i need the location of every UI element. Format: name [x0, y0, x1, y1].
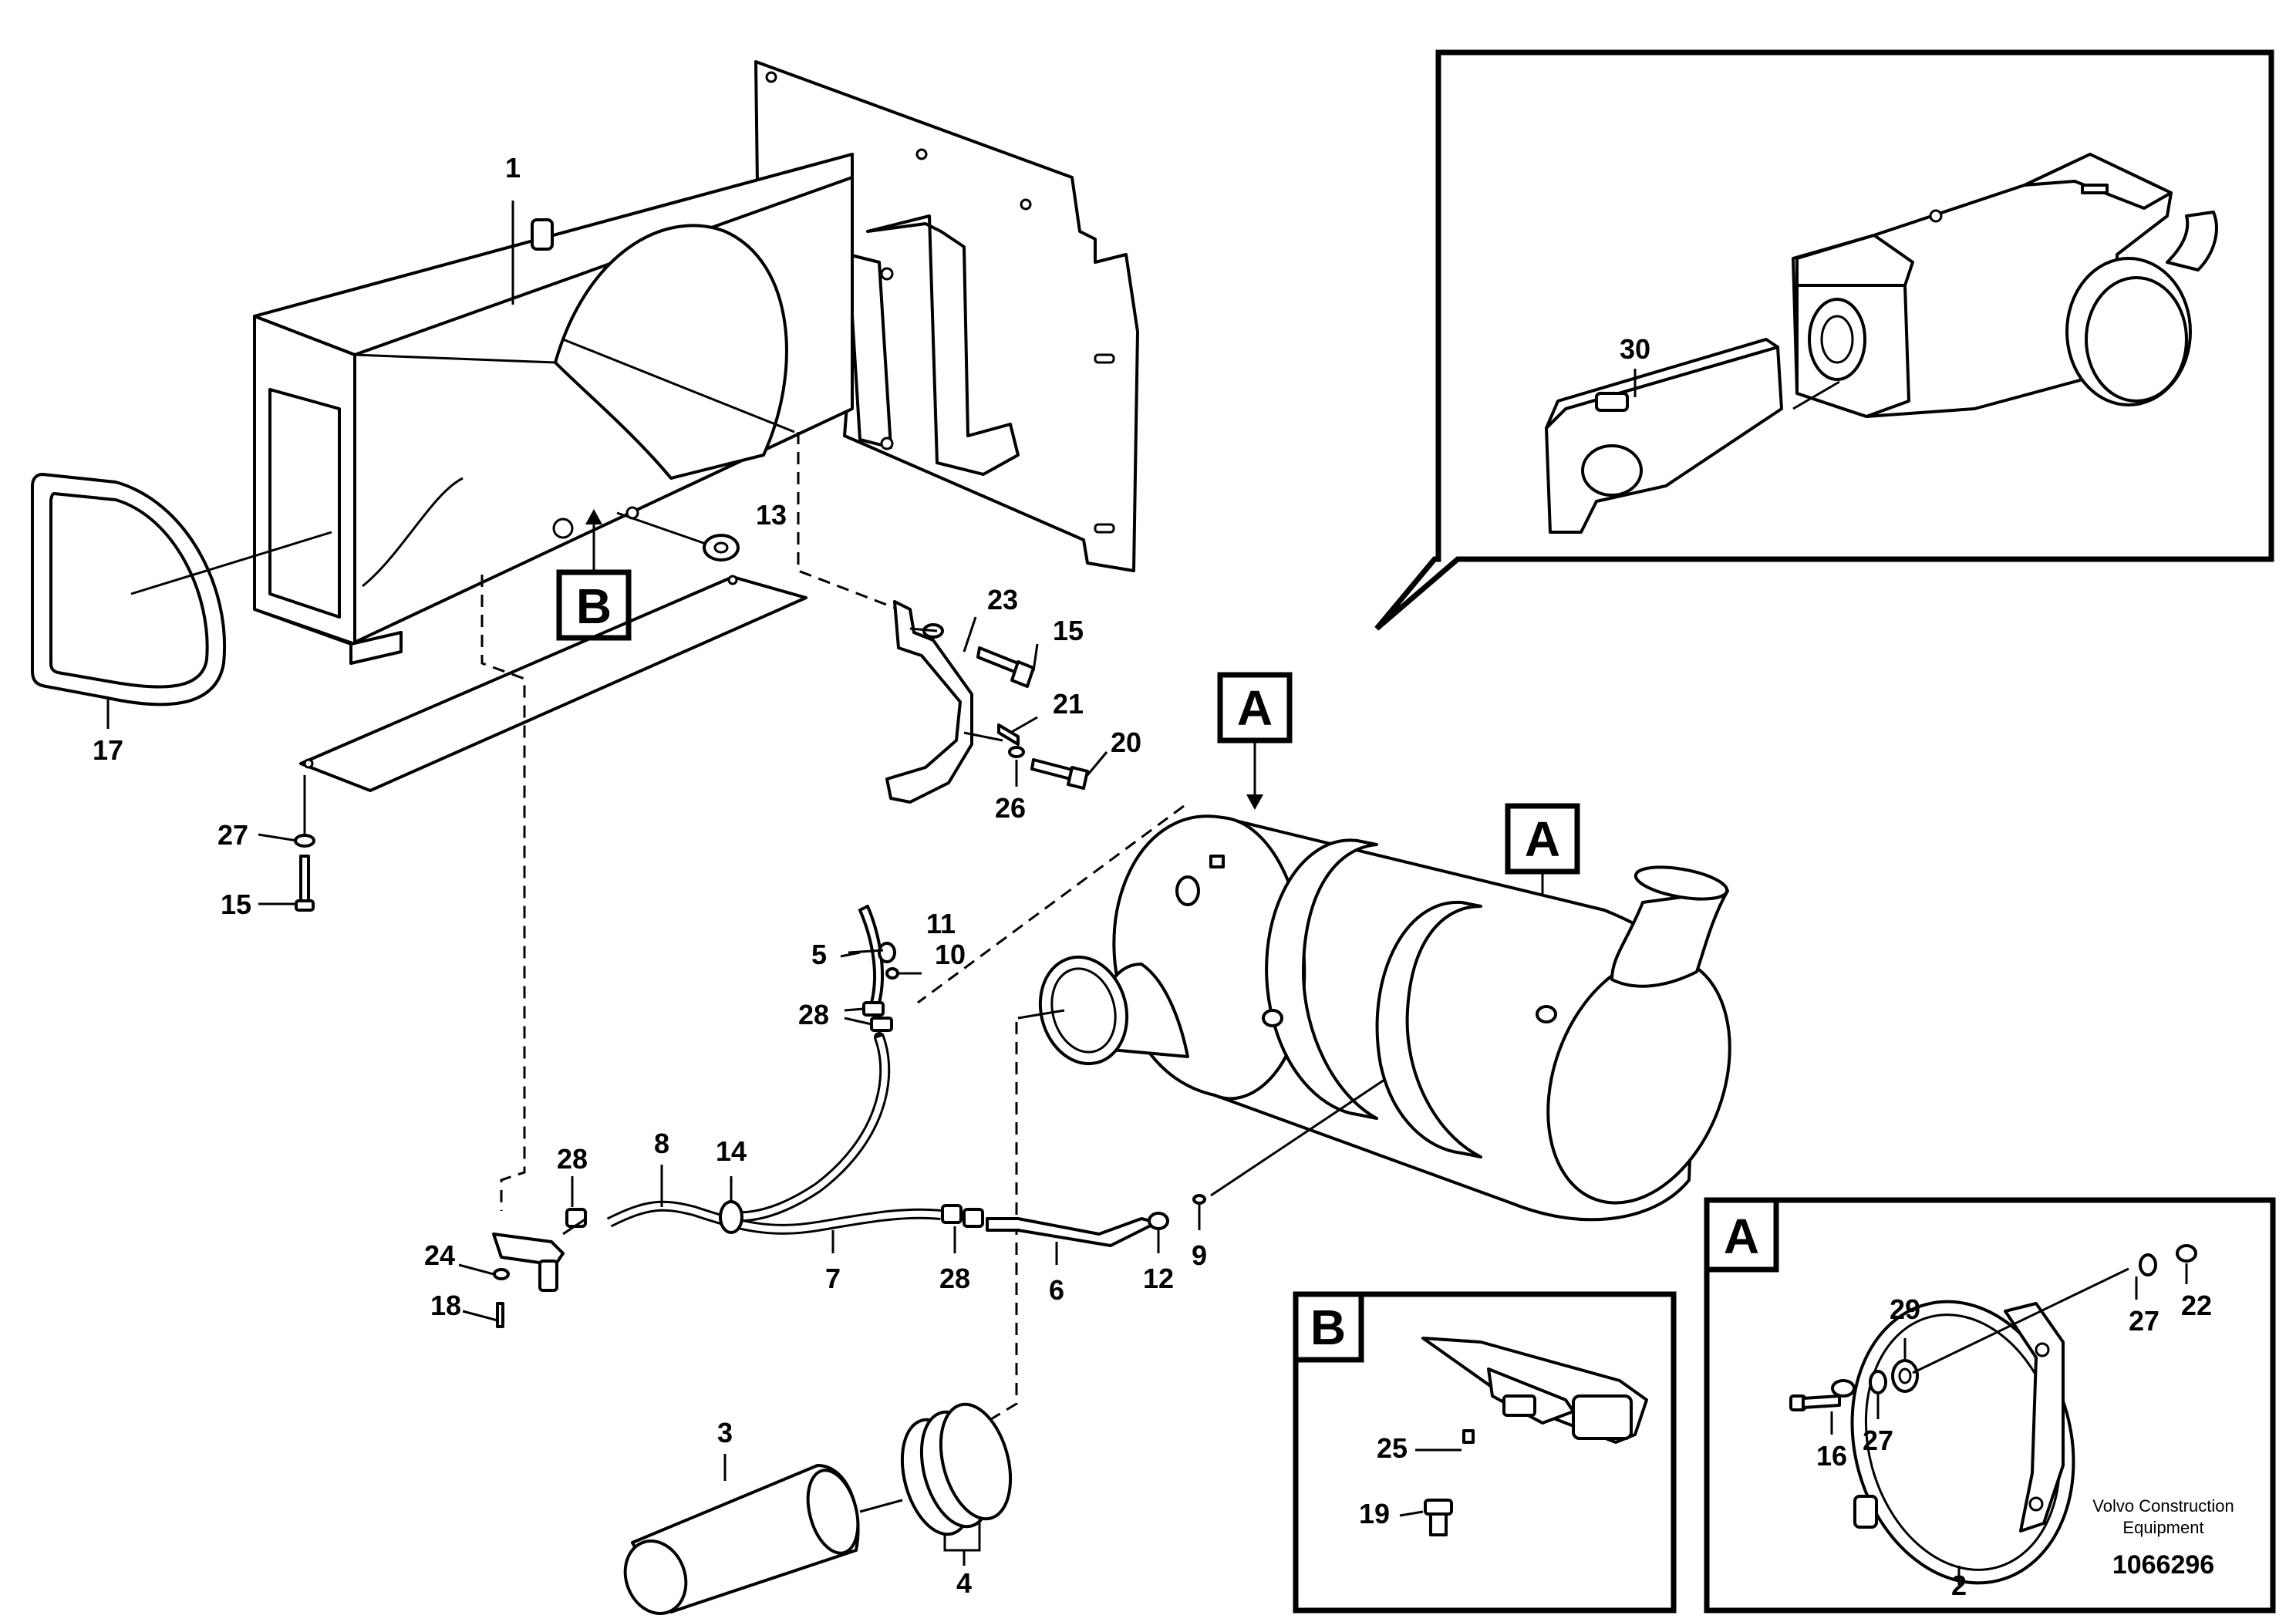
part-number-label: 17 — [93, 734, 123, 766]
part-number-label: 5 — [811, 939, 827, 970]
part-number-label: 30 — [1620, 333, 1650, 365]
part-number-label: 12 — [1143, 1263, 1174, 1294]
dashed-leader-pipe — [990, 1022, 1018, 1421]
part-number-label: 20 — [1111, 727, 1141, 758]
part-number-label: 28 — [939, 1263, 970, 1294]
part-number-label: 14 — [716, 1135, 747, 1167]
part-number-label: 3 — [717, 1417, 733, 1448]
callout-letter: A — [1237, 680, 1273, 736]
part-number-label: 28 — [557, 1143, 588, 1175]
gasket-seal — [31, 473, 332, 706]
callout-a-box-1: A — [1217, 672, 1293, 810]
detail-inset-b: B 25 19 — [1293, 1291, 1677, 1614]
part-number-label: 15 — [1053, 615, 1084, 646]
part-number-label: 27 — [1863, 1425, 1893, 1456]
part-number-label: 25 — [1377, 1432, 1408, 1464]
part-number-label: 26 — [995, 792, 1026, 824]
callout-b-box: B — [556, 509, 632, 641]
mounting-bracket — [797, 432, 1089, 804]
document-number: 1066296 — [2112, 1550, 2214, 1580]
callout-letter: B — [576, 578, 612, 634]
dashed-leader-a — [917, 804, 1185, 1004]
part-number-label: 8 — [654, 1128, 669, 1159]
part-number-label: 7 — [825, 1263, 841, 1294]
part-number-label: 22 — [2181, 1290, 2212, 1321]
inlet-pipe — [623, 1464, 903, 1615]
housing-bracket — [253, 60, 1139, 665]
part-labels: 1 17 13 23 15 21 20 26 27 15 11 5 10 28 … — [93, 152, 1207, 1599]
exhaust-silencer — [1017, 814, 1731, 1222]
sensor-harness — [492, 905, 1385, 1328]
callout-letter: B — [1310, 1300, 1346, 1355]
part-number-label: 1 — [505, 152, 521, 184]
part-number-label: 13 — [756, 499, 787, 531]
detail-inset-top: 30 — [1374, 49, 2274, 631]
part-number-label: 4 — [956, 1567, 972, 1599]
part-number-label: 16 — [1816, 1440, 1847, 1472]
part-number-label: 9 — [1192, 1239, 1207, 1271]
part-number-label: 6 — [1049, 1274, 1064, 1306]
part-number-label: 27 — [2129, 1305, 2159, 1337]
credit-line-1: Volvo Construction — [2092, 1496, 2234, 1516]
callout-letter: A — [1525, 811, 1560, 867]
callout-a-box-2: A — [1505, 803, 1580, 941]
part-number-label: 21 — [1053, 688, 1084, 720]
washer — [616, 511, 740, 561]
pipe-clamp — [900, 1402, 1013, 1552]
part-number-label: 29 — [1890, 1293, 1920, 1325]
part-number-label: 27 — [217, 819, 248, 851]
callout-letter: A — [1724, 1209, 1759, 1264]
part-number-label: 24 — [424, 1239, 455, 1271]
part-number-label: 11 — [926, 908, 956, 939]
part-number-label: 23 — [987, 584, 1018, 615]
detail-inset-a: A 16 27 29 27 22 2 Volvo Construction Eq… — [1704, 1197, 2276, 1614]
part-number-label: 18 — [430, 1290, 461, 1321]
part-number-label: 15 — [221, 889, 251, 920]
part-number-label: 19 — [1359, 1498, 1390, 1529]
credit-line-2: Equipment — [2122, 1518, 2203, 1537]
part-number-label: 10 — [935, 939, 966, 970]
part-number-label: 2 — [1951, 1570, 1967, 1601]
part-number-label: 28 — [798, 999, 829, 1030]
